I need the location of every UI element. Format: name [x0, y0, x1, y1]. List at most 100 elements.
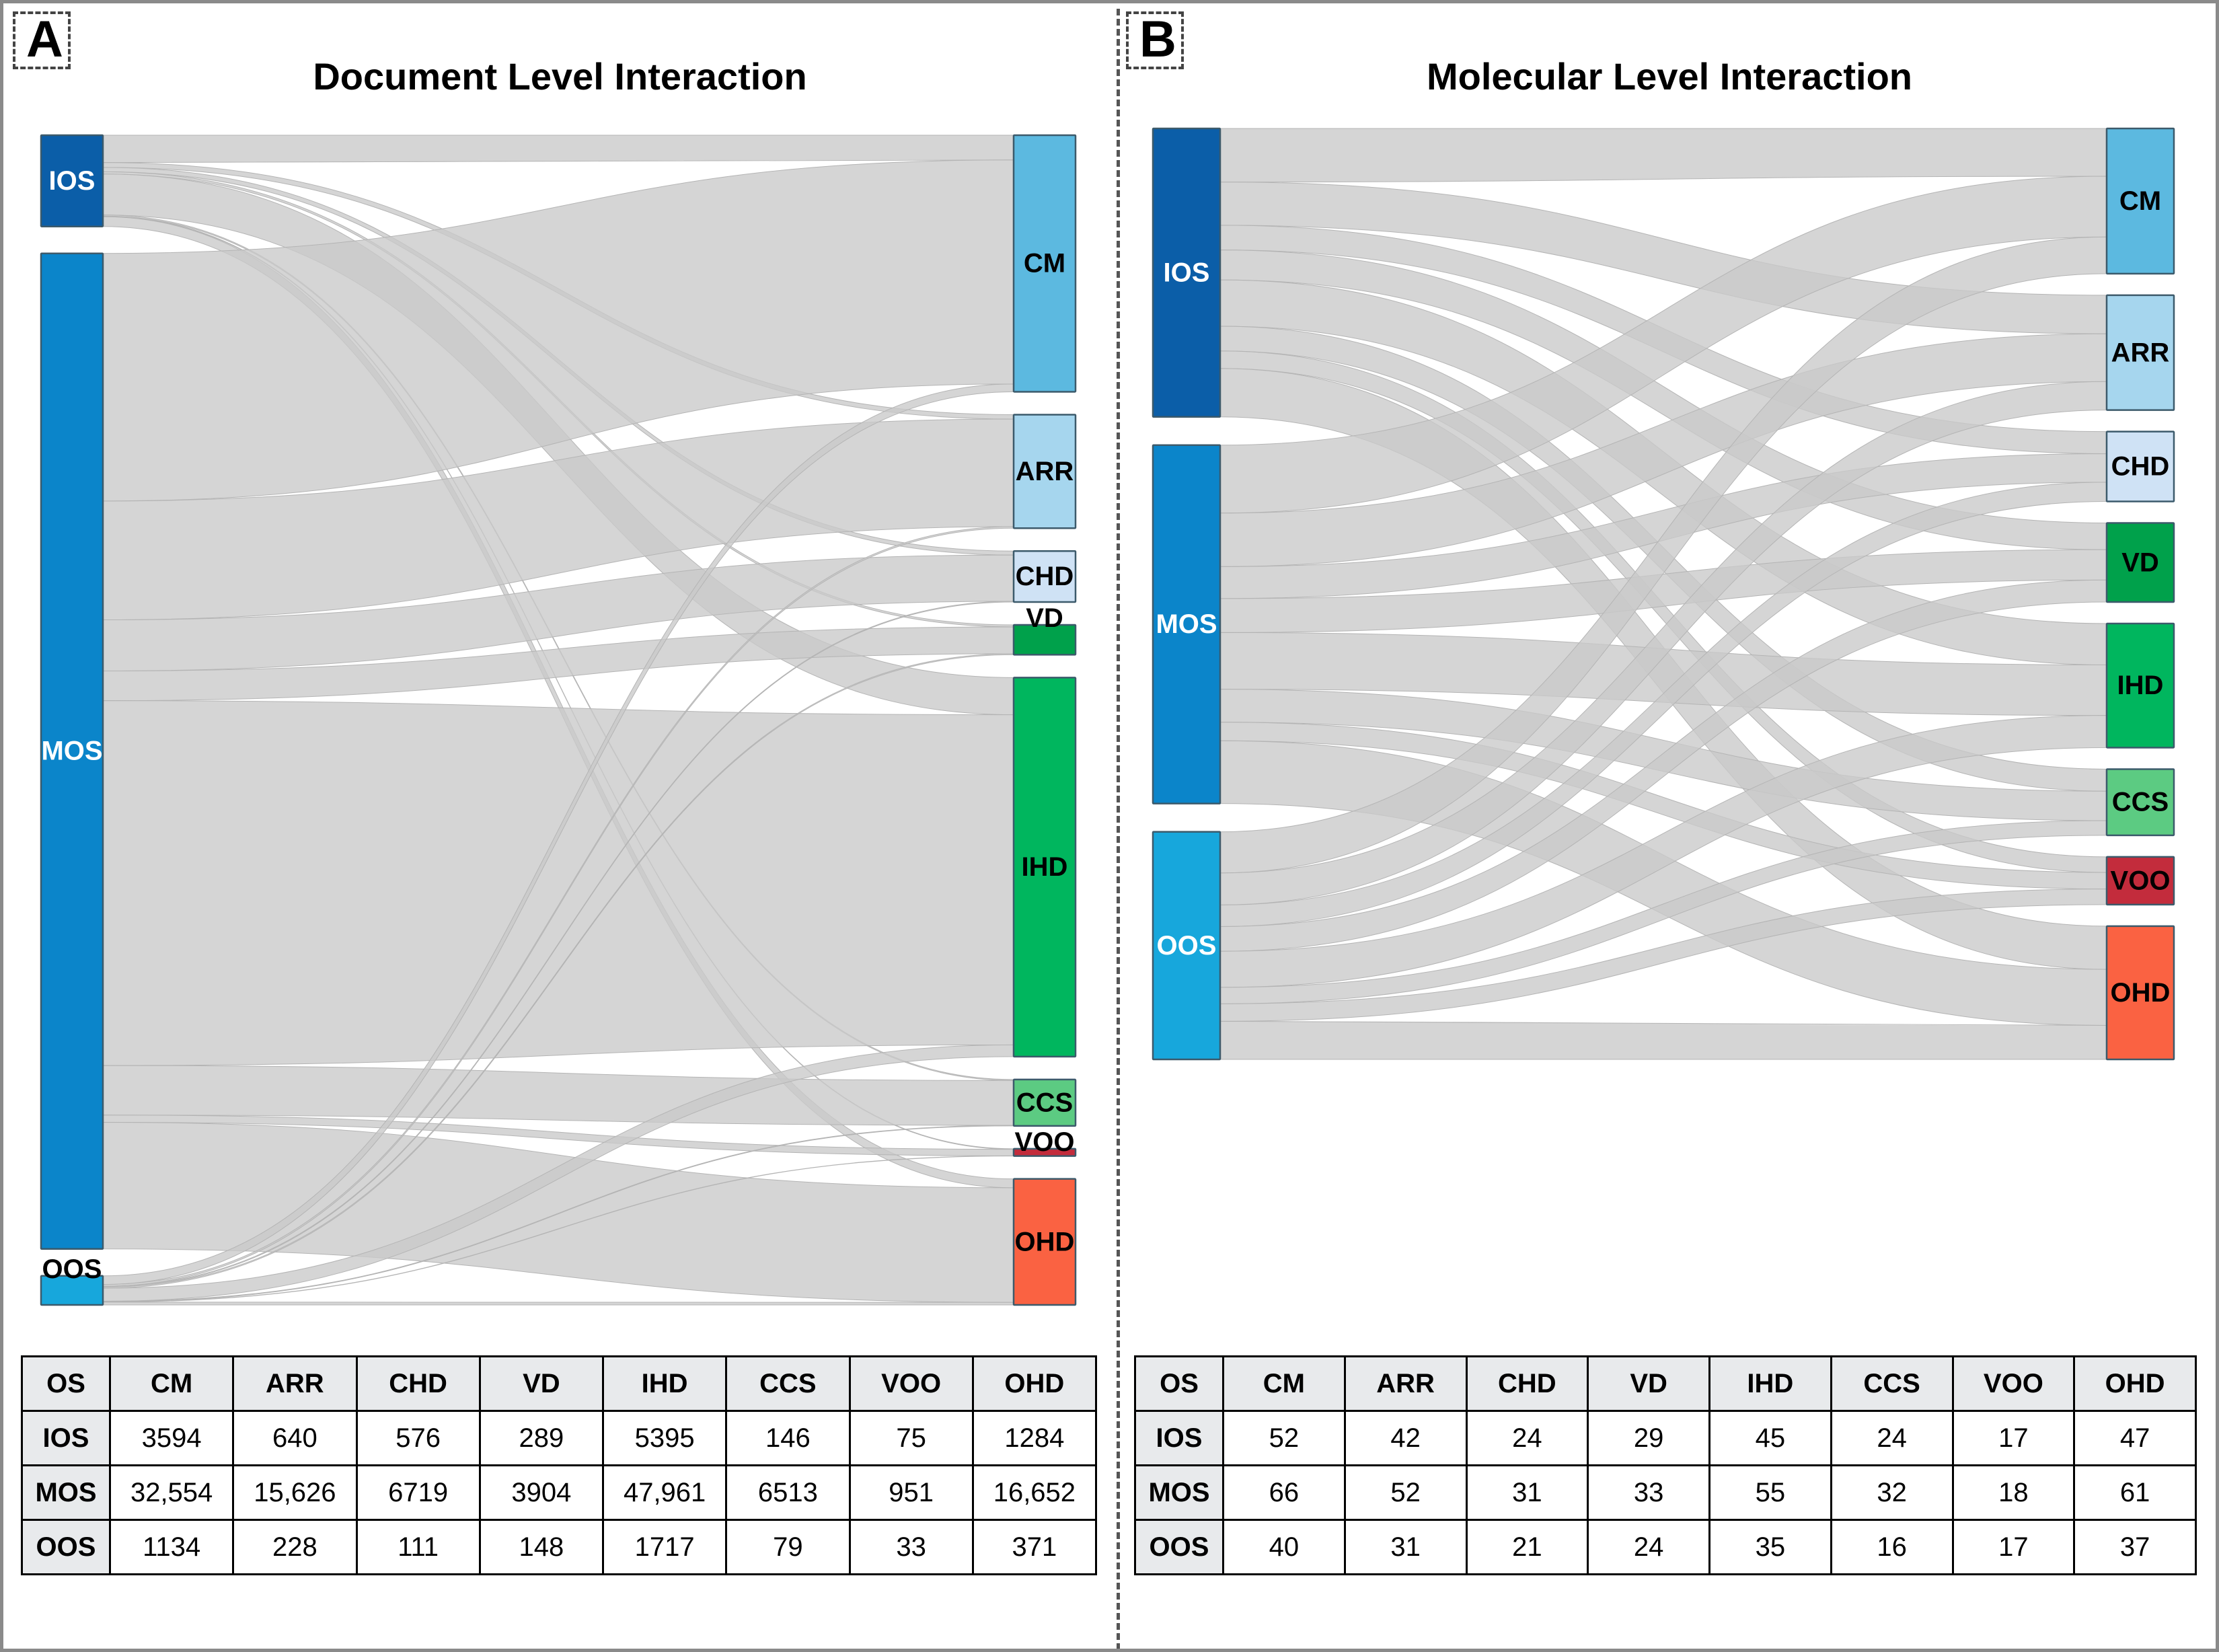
sankey-node-label-voo: VOO	[2111, 866, 2171, 895]
sankey-node-label-cm: CM	[1024, 249, 1065, 278]
sankey-node-voo[interactable]	[1012, 1148, 1077, 1157]
table-cell-oos-cm: 1134	[108, 1519, 235, 1575]
table-cell-mos-voo: 18	[1951, 1464, 2076, 1521]
table-cell-mos-ihd: 47,961	[601, 1464, 728, 1521]
sankey-node-ccs[interactable]	[2105, 768, 2175, 837]
sankey-node-label-cm: CM	[2119, 186, 2161, 216]
panel-a-letter: A	[26, 11, 63, 68]
table-cell-oos-ohd: 371	[971, 1519, 1098, 1575]
sankey-node-label-vd: VD	[2121, 548, 2159, 577]
table-column-header-arr: ARR	[1343, 1355, 1468, 1412]
sankey-links	[102, 135, 1014, 1306]
table-column-header-ccs: CCS	[725, 1355, 851, 1412]
sankey-node-label-ios: IOS	[49, 166, 96, 196]
table-cell-mos-cm: 66	[1222, 1464, 1346, 1521]
sankey-node-label-ohd: OHD	[2111, 978, 2171, 1008]
table-cell-ios-cm: 3594	[108, 1410, 235, 1466]
table-column-header-os: OS	[1134, 1355, 1224, 1412]
table-cell-ios-ohd: 1284	[971, 1410, 1098, 1466]
sankey-node-ios[interactable]	[1152, 127, 1221, 418]
table-row-header-mos: MOS	[21, 1464, 111, 1521]
sankey-node-ccs[interactable]	[1012, 1078, 1077, 1127]
sankey-node-label-ccs: CCS	[2112, 788, 2169, 817]
panel-b-title: Molecular Level Interaction	[1427, 55, 1912, 98]
sankey-node-mos[interactable]	[40, 252, 104, 1250]
sankey-link-ios-cm	[102, 135, 1014, 163]
table-cell-mos-ohd: 16,652	[971, 1464, 1098, 1521]
table-row-header-oos: OOS	[1134, 1519, 1224, 1575]
sankey-link-oos-ohd	[1219, 1020, 2107, 1060]
table-column-header-voo: VOO	[1951, 1355, 2076, 1412]
table-cell-ios-ihd: 45	[1708, 1410, 1832, 1466]
table-cell-oos-arr: 31	[1343, 1519, 1468, 1575]
sankey-node-ihd[interactable]	[2105, 622, 2175, 749]
table-cell-ios-chd: 24	[1465, 1410, 1589, 1466]
sankey-node-voo[interactable]	[2105, 856, 2175, 906]
sankey-node-ohd[interactable]	[1012, 1178, 1077, 1306]
sankey-node-label-voo: VOO	[1015, 1127, 1075, 1157]
sankey-node-mos[interactable]	[1152, 444, 1221, 804]
table-cell-ios-ohd: 47	[2073, 1410, 2197, 1466]
table-cell-oos-ihd: 1717	[601, 1519, 728, 1575]
table-cell-ios-vd: 289	[478, 1410, 605, 1466]
sankey-link-oos-ohd	[102, 1302, 1014, 1306]
table-cell-mos-arr: 52	[1343, 1464, 1468, 1521]
table-cell-ios-voo: 75	[848, 1410, 974, 1466]
table-cell-mos-ohd: 61	[2073, 1464, 2197, 1521]
panel-a-letter-box	[13, 11, 71, 69]
table-cell-oos-arr: 228	[232, 1519, 358, 1575]
sankey-node-vd[interactable]	[1012, 624, 1077, 656]
sankey-node-label-ihd: IHD	[1022, 852, 1068, 882]
sankey-node-ihd[interactable]	[1012, 677, 1077, 1058]
sankey-link-ios-cm	[1219, 128, 2107, 183]
table-column-header-ccs: CCS	[1830, 1355, 1954, 1412]
table-cell-oos-ccs: 79	[725, 1519, 851, 1575]
table-cell-mos-chd: 6719	[355, 1464, 481, 1521]
table-cell-mos-voo: 951	[848, 1464, 974, 1521]
table-column-header-cm: CM	[108, 1355, 235, 1412]
sankey-node-arr[interactable]	[1012, 414, 1077, 529]
sankey-node-oos[interactable]	[40, 1275, 104, 1306]
table-cell-oos-voo: 17	[1951, 1519, 2076, 1575]
sankey-node-chd[interactable]	[2105, 430, 2175, 502]
sankey-node-ohd[interactable]	[2105, 925, 2175, 1061]
table-column-header-os: OS	[21, 1355, 111, 1412]
table-cell-mos-ccs: 6513	[725, 1464, 851, 1521]
sankey-node-ios[interactable]	[40, 134, 104, 227]
table-cell-mos-vd: 33	[1587, 1464, 1710, 1521]
sankey-node-label-chd: CHD	[1016, 562, 1074, 591]
sankey-node-label-ccs: CCS	[1016, 1088, 1073, 1117]
sankey-node-cm[interactable]	[2105, 127, 2175, 275]
table-column-header-ihd: IHD	[601, 1355, 728, 1412]
sankey-link-mos-ihd	[102, 700, 1014, 1066]
table-column-header-voo: VOO	[848, 1355, 974, 1412]
table-cell-oos-chd: 21	[1465, 1519, 1589, 1575]
table-row-header-oos: OOS	[21, 1519, 111, 1575]
table-cell-ios-ccs: 146	[725, 1410, 851, 1466]
table-cell-oos-ccs: 16	[1830, 1519, 1954, 1575]
sankey-node-chd[interactable]	[1012, 550, 1077, 603]
sankey-node-oos[interactable]	[1152, 831, 1221, 1061]
sankey-node-cm[interactable]	[1012, 134, 1077, 393]
sankey-node-label-chd: CHD	[2111, 452, 2170, 482]
sankey-node-vd[interactable]	[2105, 522, 2175, 603]
table-cell-ios-ihd: 5395	[601, 1410, 728, 1466]
sankey-node-label-ihd: IHD	[2117, 671, 2164, 700]
table-cell-ios-voo: 17	[1951, 1410, 2076, 1466]
sankey-node-arr[interactable]	[2105, 294, 2175, 411]
table-cell-mos-ccs: 32	[1830, 1464, 1954, 1521]
sankey-node-label-arr: ARR	[1016, 457, 1074, 486]
table-column-header-cm: CM	[1222, 1355, 1346, 1412]
sankey-node-label-oos: OOS	[1157, 931, 1217, 961]
table-cell-mos-ihd: 55	[1708, 1464, 1832, 1521]
table-cell-ios-arr: 640	[232, 1410, 358, 1466]
